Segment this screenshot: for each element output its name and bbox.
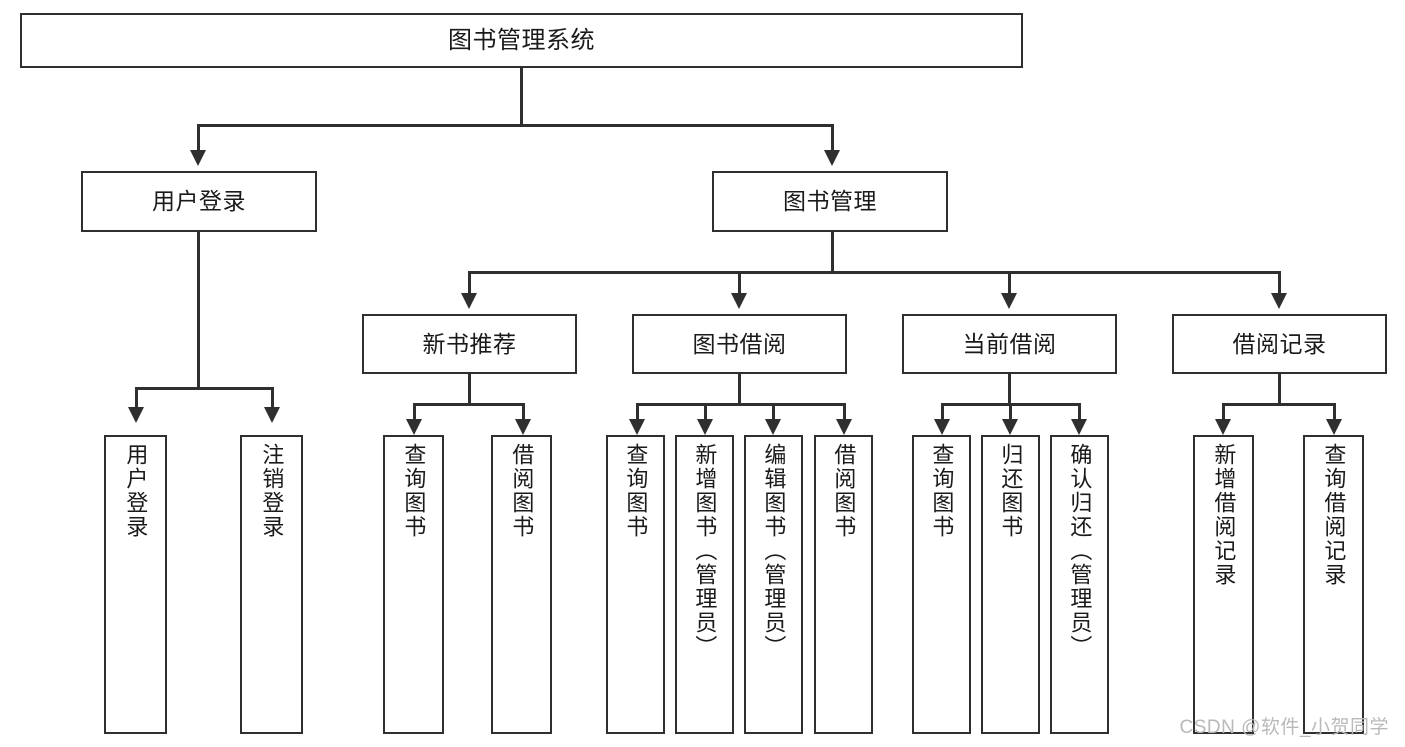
connector-user-login-leaf2 <box>271 387 274 407</box>
connector-user-login-down <box>197 232 200 389</box>
connector-to-current-borrow <box>1008 271 1011 293</box>
node-label: 确认归还（管理员） <box>1067 443 1093 659</box>
leaf-edit-book[interactable]: 编辑图书（管理员） <box>744 435 803 734</box>
connector-to-new-book <box>468 271 471 293</box>
arrowhead-leaf-add-book <box>697 419 713 435</box>
connector-level3-bus <box>468 271 1281 274</box>
connector-book-borrow-down <box>738 374 741 405</box>
node-label: 图书管理 <box>783 188 877 215</box>
arrowhead-leaf-query-book-2 <box>629 419 645 435</box>
connector-book-manage-down <box>831 232 834 273</box>
connector-current-borrow-leaf3 <box>1078 403 1081 419</box>
node-label: 借阅图书 <box>831 443 857 539</box>
node-label: 注销登录 <box>259 443 285 539</box>
connector-borrow-record-leaf2 <box>1333 403 1336 419</box>
arrowhead-borrow-record <box>1271 293 1287 309</box>
arrowhead-leaf-query-record <box>1326 419 1342 435</box>
arrowhead-leaf-confirm-return <box>1071 419 1087 435</box>
connector-user-login-leaf1 <box>135 387 138 407</box>
arrowhead-leaf-borrow-book-2 <box>836 419 852 435</box>
node-label: 编辑图书（管理员） <box>761 443 787 659</box>
leaf-logout-login[interactable]: 注销登录 <box>240 435 303 734</box>
leaf-query-book-recommend[interactable]: 查询图书 <box>383 435 444 734</box>
arrowhead-new-book <box>461 293 477 309</box>
leaf-add-book[interactable]: 新增图书（管理员） <box>675 435 734 734</box>
leaf-query-book-borrow[interactable]: 查询图书 <box>606 435 665 734</box>
connector-borrow-record-down <box>1278 374 1281 405</box>
node-label: 当前借阅 <box>962 330 1057 357</box>
leaf-query-book-current[interactable]: 查询图书 <box>912 435 971 734</box>
connector-current-borrow-leaf2 <box>1009 403 1012 419</box>
node-label: 用户登录 <box>123 443 149 539</box>
connector-to-book-borrow <box>738 271 741 293</box>
node-label: 借阅图书 <box>509 443 535 539</box>
connector-new-book-bus <box>413 403 525 406</box>
node-label: 图书管理系统 <box>448 26 595 54</box>
arrowhead-leaf-return-book <box>1002 419 1018 435</box>
leaf-return-book[interactable]: 归还图书 <box>981 435 1040 734</box>
node-label: 新书推荐 <box>422 330 517 357</box>
node-new-book-recommend[interactable]: 新书推荐 <box>362 314 577 374</box>
connector-to-user-login <box>197 124 200 150</box>
node-book-management[interactable]: 图书管理 <box>712 171 948 232</box>
connector-book-borrow-leaf4 <box>843 403 846 419</box>
connector-new-book-down <box>468 374 471 405</box>
node-label: 查询借阅记录 <box>1321 443 1347 587</box>
connector-user-login-bus <box>135 387 274 390</box>
node-book-management-system[interactable]: 图书管理系统 <box>20 13 1023 68</box>
connector-borrow-record-leaf1 <box>1222 403 1225 419</box>
leaf-add-borrow-record[interactable]: 新增借阅记录 <box>1193 435 1254 734</box>
leaf-confirm-return[interactable]: 确认归还（管理员） <box>1050 435 1109 734</box>
connector-book-borrow-leaf2 <box>704 403 707 419</box>
connector-current-borrow-leaf1 <box>941 403 944 419</box>
node-book-borrow[interactable]: 图书借阅 <box>632 314 847 374</box>
arrowhead-current-borrow <box>1001 293 1017 309</box>
leaf-user-login[interactable]: 用户登录 <box>104 435 167 734</box>
arrowhead-book-manage <box>824 150 840 166</box>
node-label: 查询图书 <box>929 443 955 539</box>
connector-borrow-record-bus <box>1222 403 1336 406</box>
arrowhead-leaf-query-book-3 <box>934 419 950 435</box>
arrowhead-leaf-borrow-book-1 <box>515 419 531 435</box>
node-label: 新增借阅记录 <box>1211 443 1237 587</box>
node-label: 归还图书 <box>998 443 1024 539</box>
connector-to-borrow-record <box>1278 271 1281 293</box>
connector-book-borrow-leaf1 <box>636 403 639 419</box>
node-label: 新增图书（管理员） <box>692 443 718 659</box>
arrowhead-leaf-add-record <box>1215 419 1231 435</box>
connector-title-down <box>520 68 523 125</box>
arrowhead-leaf-logout-login <box>264 407 280 423</box>
connector-new-book-leaf2 <box>522 403 525 419</box>
node-label: 用户登录 <box>152 188 246 215</box>
node-label: 借阅记录 <box>1232 330 1327 357</box>
node-label: 查询图书 <box>623 443 649 539</box>
arrowhead-leaf-user-login <box>128 407 144 423</box>
arrowhead-user-login <box>190 150 206 166</box>
node-borrow-record[interactable]: 借阅记录 <box>1172 314 1387 374</box>
connector-to-book-manage <box>831 124 834 150</box>
node-current-borrow[interactable]: 当前借阅 <box>902 314 1117 374</box>
connector-new-book-leaf1 <box>413 403 416 419</box>
node-label: 图书借阅 <box>692 330 787 357</box>
connector-book-borrow-bus <box>636 403 846 406</box>
leaf-borrow-book-recommend[interactable]: 借阅图书 <box>491 435 552 734</box>
arrowhead-book-borrow <box>731 293 747 309</box>
leaf-query-borrow-record[interactable]: 查询借阅记录 <box>1303 435 1364 734</box>
arrowhead-leaf-edit-book <box>765 419 781 435</box>
node-user-login[interactable]: 用户登录 <box>81 171 317 232</box>
csdn-watermark: CSDN @软件_小贺同学 <box>1179 717 1389 738</box>
leaf-borrow-book[interactable]: 借阅图书 <box>814 435 873 734</box>
connector-book-borrow-leaf3 <box>772 403 775 419</box>
connector-current-borrow-down <box>1008 374 1011 405</box>
connector-title-bus <box>197 124 834 127</box>
node-label: 查询图书 <box>401 443 427 539</box>
arrowhead-leaf-query-book-1 <box>406 419 422 435</box>
